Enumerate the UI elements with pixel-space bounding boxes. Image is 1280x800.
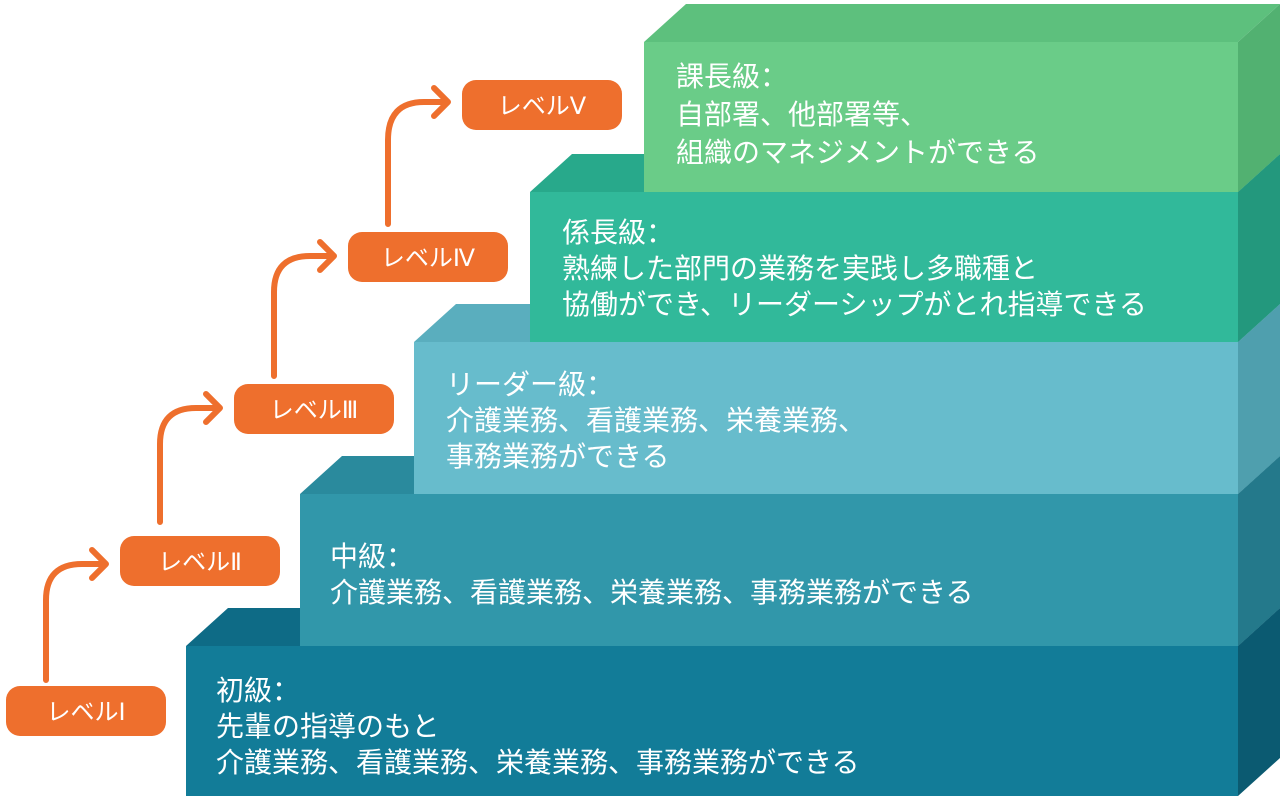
- level-3-front-face: [414, 342, 1238, 494]
- level-5-line-1: 自部署、他部署等、: [676, 98, 928, 131]
- level-1-label: レベルⅠ: [46, 698, 125, 726]
- level-4-title: 係長級：: [562, 216, 674, 249]
- level-3-label: レベルⅢ: [270, 396, 359, 424]
- level-3-line-1: 介護業務、看護業務、栄養業務、: [446, 404, 866, 437]
- level-4-pill: レベルⅣ: [348, 232, 508, 282]
- level-3-pill: レベルⅢ: [234, 384, 394, 434]
- level-2-front-face: [300, 494, 1238, 646]
- level-5-block: 課長級： 自部署、他部署等、 組織のマネジメントができる: [644, 4, 1280, 192]
- level-2-pill: レベルⅡ: [120, 536, 280, 586]
- level-5-side-face: [1238, 4, 1280, 192]
- level-1-block: 初級： 先輩の指導のもと 介護業務、看護業務、栄養業務、事務業務ができる: [186, 608, 1280, 796]
- level-3-title: リーダー級：: [446, 368, 614, 401]
- level-4-line-2: 協働ができ、リーダーシップがとれ指導できる: [562, 288, 1147, 321]
- level-2-title: 中級：: [330, 540, 414, 573]
- level-2-label: レベルⅡ: [158, 548, 242, 576]
- arrow-level-1-to-2: [43, 547, 109, 683]
- level-2-line-1: 介護業務、看護業務、栄養業務、事務業務ができる: [330, 576, 973, 609]
- level-4-side-face: [1238, 154, 1280, 342]
- level-1-front-face: [186, 646, 1238, 796]
- arrow-level-3-to-4: [271, 239, 337, 379]
- level-4-front-face: [530, 192, 1238, 342]
- level-4-label: レベルⅣ: [381, 244, 475, 272]
- arrow-level-4-to-5: [385, 85, 451, 227]
- level-5-label: レベルⅤ: [498, 92, 587, 120]
- level-1-title: 初級：: [216, 674, 300, 707]
- level-5-top-face: [644, 4, 1280, 42]
- level-4-line-1: 熟練した部門の業務を実践し多職種と: [562, 252, 1038, 285]
- level-5-title: 課長級：: [676, 60, 788, 93]
- level-5-line-2: 組織のマネジメントができる: [676, 136, 1039, 169]
- level-2-side-face: [1238, 456, 1280, 646]
- level-1-side-face: [1238, 608, 1280, 796]
- level-3-line-2: 事務業務ができる: [446, 440, 669, 473]
- level-5-front-face: [644, 42, 1238, 192]
- level-5-pill: レベルⅤ: [462, 80, 622, 130]
- level-1-line-2: 介護業務、看護業務、栄養業務、事務業務ができる: [216, 746, 859, 779]
- arrow-level-2-to-3: [157, 391, 223, 525]
- level-1-pill: レベルⅠ: [6, 686, 166, 736]
- level-3-side-face: [1238, 304, 1280, 494]
- level-1-line-1: 先輩の指導のもと: [216, 710, 439, 743]
